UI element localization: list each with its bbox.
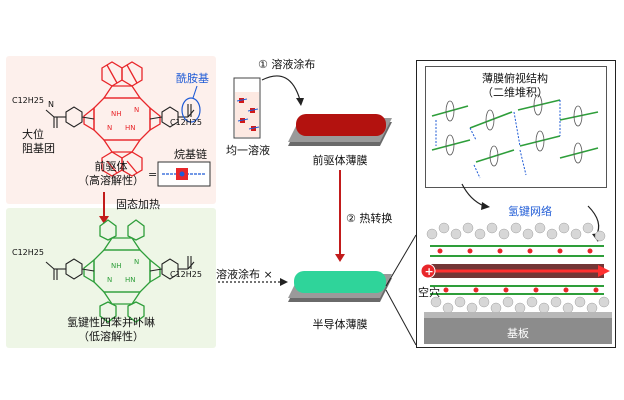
svg-text:N: N [134,258,139,266]
svg-text:HN: HN [125,124,136,132]
amide-group-label: 酰胺基 [176,72,209,85]
hbond-network-label: 氢键网络 [508,205,552,218]
precursor-r-left: C12H25 [12,96,44,105]
substrate-label: 基板 [507,327,529,340]
solution-coating-fail-label: 溶液涂布 × [216,268,273,281]
product-name: 氢键性四苯并卟啉 [67,316,155,329]
precursor-n-left: N [48,100,54,109]
precursor-r-right: C12H25 [170,118,202,127]
step2-label: ② 热转换 [346,212,393,225]
solid-heating-label: 固态加热 [116,198,160,211]
precursor-film-label: 前驱体薄膜 [312,154,368,167]
bulky-group-label: 大位 阻基团 [22,128,55,155]
product-r-left: C12H25 [12,248,44,257]
product-solubility: （低溶解性） [78,330,144,343]
svg-text:NH: NH [111,262,122,270]
product-panel [6,208,216,348]
svg-text:N: N [134,106,139,114]
topview-inset [425,66,607,188]
product-r-right: C12H25 [170,270,202,279]
uniform-solution-label: 均一溶液 [226,144,270,157]
svg-text:N: N [107,276,112,284]
precursor-name: 前驱体 [94,160,128,173]
step1-label: ① 溶液涂布 [258,58,316,71]
hole-label: 空穴 [418,286,440,299]
svg-text:=: = [148,168,157,181]
svg-text:HN: HN [125,276,136,284]
svg-text:NH: NH [111,110,122,118]
topview-title: 薄膜俯视结构 [482,72,548,85]
alkyl-chain-label: 烷基链 [174,148,207,161]
semiconductor-film-label: 半导体薄膜 [312,318,368,331]
svg-text:N: N [107,124,112,132]
topview-subtitle: （二维堆积） [482,86,548,99]
precursor-solubility: （高溶解性） [78,174,144,187]
svg-text:+: + [425,265,434,278]
